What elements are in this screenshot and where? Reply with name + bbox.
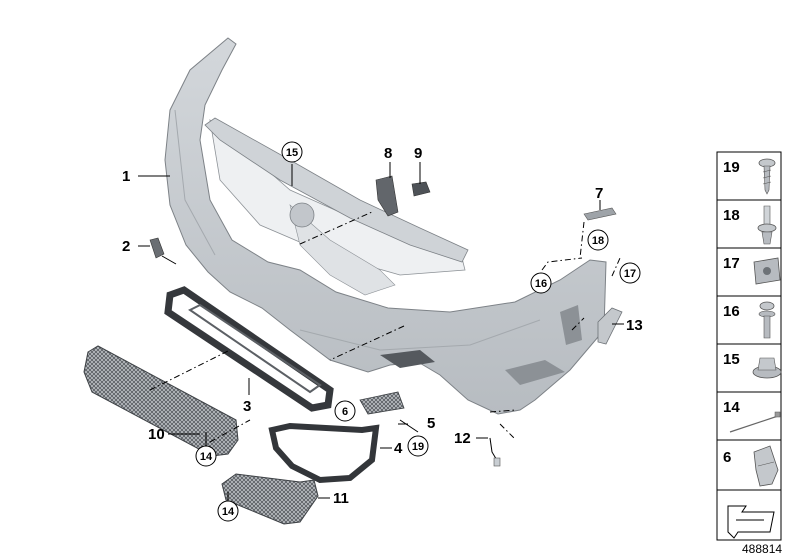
cable-tie-icon xyxy=(729,411,781,433)
legend-row-6: 6 xyxy=(723,445,779,487)
bracket-part-8 xyxy=(375,175,399,217)
svg-text:15: 15 xyxy=(286,147,298,159)
center-grille-frame-3 xyxy=(164,286,334,412)
svg-text:14: 14 xyxy=(222,506,235,518)
dash-dot-leaders xyxy=(149,211,621,443)
air-intake-frame-4 xyxy=(268,422,380,484)
legend-row-19: 19 xyxy=(723,158,776,195)
callout-12: 12 xyxy=(454,430,471,447)
callout-1: 1 xyxy=(122,168,130,185)
legend-row-15: 15 xyxy=(723,351,782,379)
svg-text:14: 14 xyxy=(723,399,740,416)
svg-text:17: 17 xyxy=(723,255,740,272)
callout-10: 10 xyxy=(148,426,165,443)
cable-part-12 xyxy=(489,437,501,467)
bolt-icon xyxy=(758,301,776,339)
callout-2: 2 xyxy=(122,238,130,255)
side-reflector-13 xyxy=(597,307,623,345)
callouts: 1 2 3 4 5 7 8 9 10 11 12 13 xyxy=(122,145,643,507)
legend-row-17: 17 xyxy=(723,255,781,285)
callout-8: 8 xyxy=(384,145,392,162)
callout-11: 11 xyxy=(333,490,349,507)
leader-lines xyxy=(138,162,624,500)
callout-9: 9 xyxy=(414,145,422,162)
flange-nut-icon xyxy=(752,357,782,379)
svg-text:18: 18 xyxy=(592,235,604,247)
callout-7: 7 xyxy=(595,185,603,202)
callout-3: 3 xyxy=(243,398,251,415)
svg-text:15: 15 xyxy=(723,351,740,368)
svg-text:6: 6 xyxy=(342,406,348,418)
svg-text:16: 16 xyxy=(535,278,547,290)
trim-part-7 xyxy=(583,207,617,221)
fastener-legend: 19 18 17 16 xyxy=(716,151,782,541)
rivet-icon xyxy=(757,205,777,245)
legend-row-16: 16 xyxy=(723,301,776,339)
circled-callout-15: 15 xyxy=(281,141,303,163)
svg-text:16: 16 xyxy=(723,303,740,320)
screw-icon xyxy=(758,158,776,195)
legend-row-18: 18 xyxy=(723,205,777,245)
lower-mesh-11 xyxy=(221,473,319,525)
legend-row-14: 14 xyxy=(723,399,781,433)
direction-arrow-icon xyxy=(727,505,775,539)
mesh-grille-10 xyxy=(83,345,239,457)
svg-text:19: 19 xyxy=(723,159,740,176)
diagram-id: 488814 xyxy=(742,542,782,556)
svg-text:6: 6 xyxy=(723,449,731,466)
spring-clip-icon xyxy=(753,445,779,487)
callout-5: 5 xyxy=(427,415,435,432)
circled-callout-18: 18 xyxy=(587,229,609,251)
circled-callout-6: 6 xyxy=(334,400,356,422)
circled-callout-19: 19 xyxy=(407,435,429,457)
circled-callouts: 15 18 16 17 6 19 14 14 xyxy=(195,141,641,522)
svg-text:18: 18 xyxy=(723,207,740,224)
callout-13: 13 xyxy=(626,317,643,334)
svg-text:17: 17 xyxy=(624,268,636,280)
circled-callout-17: 17 xyxy=(619,262,641,284)
svg-text:19: 19 xyxy=(412,441,424,453)
bracket-part-9 xyxy=(411,181,431,197)
clip-nut-icon xyxy=(753,257,781,285)
callout-4: 4 xyxy=(394,440,403,457)
svg-text:14: 14 xyxy=(200,451,213,463)
clip-part-2 xyxy=(149,237,177,265)
upper-trim-strip xyxy=(204,117,469,296)
circled-callout-14-lower: 14 xyxy=(217,500,239,522)
circled-callout-16: 16 xyxy=(530,272,552,294)
mesh-insert-5 xyxy=(359,391,405,415)
circled-callout-14-upper: 14 xyxy=(195,445,217,467)
